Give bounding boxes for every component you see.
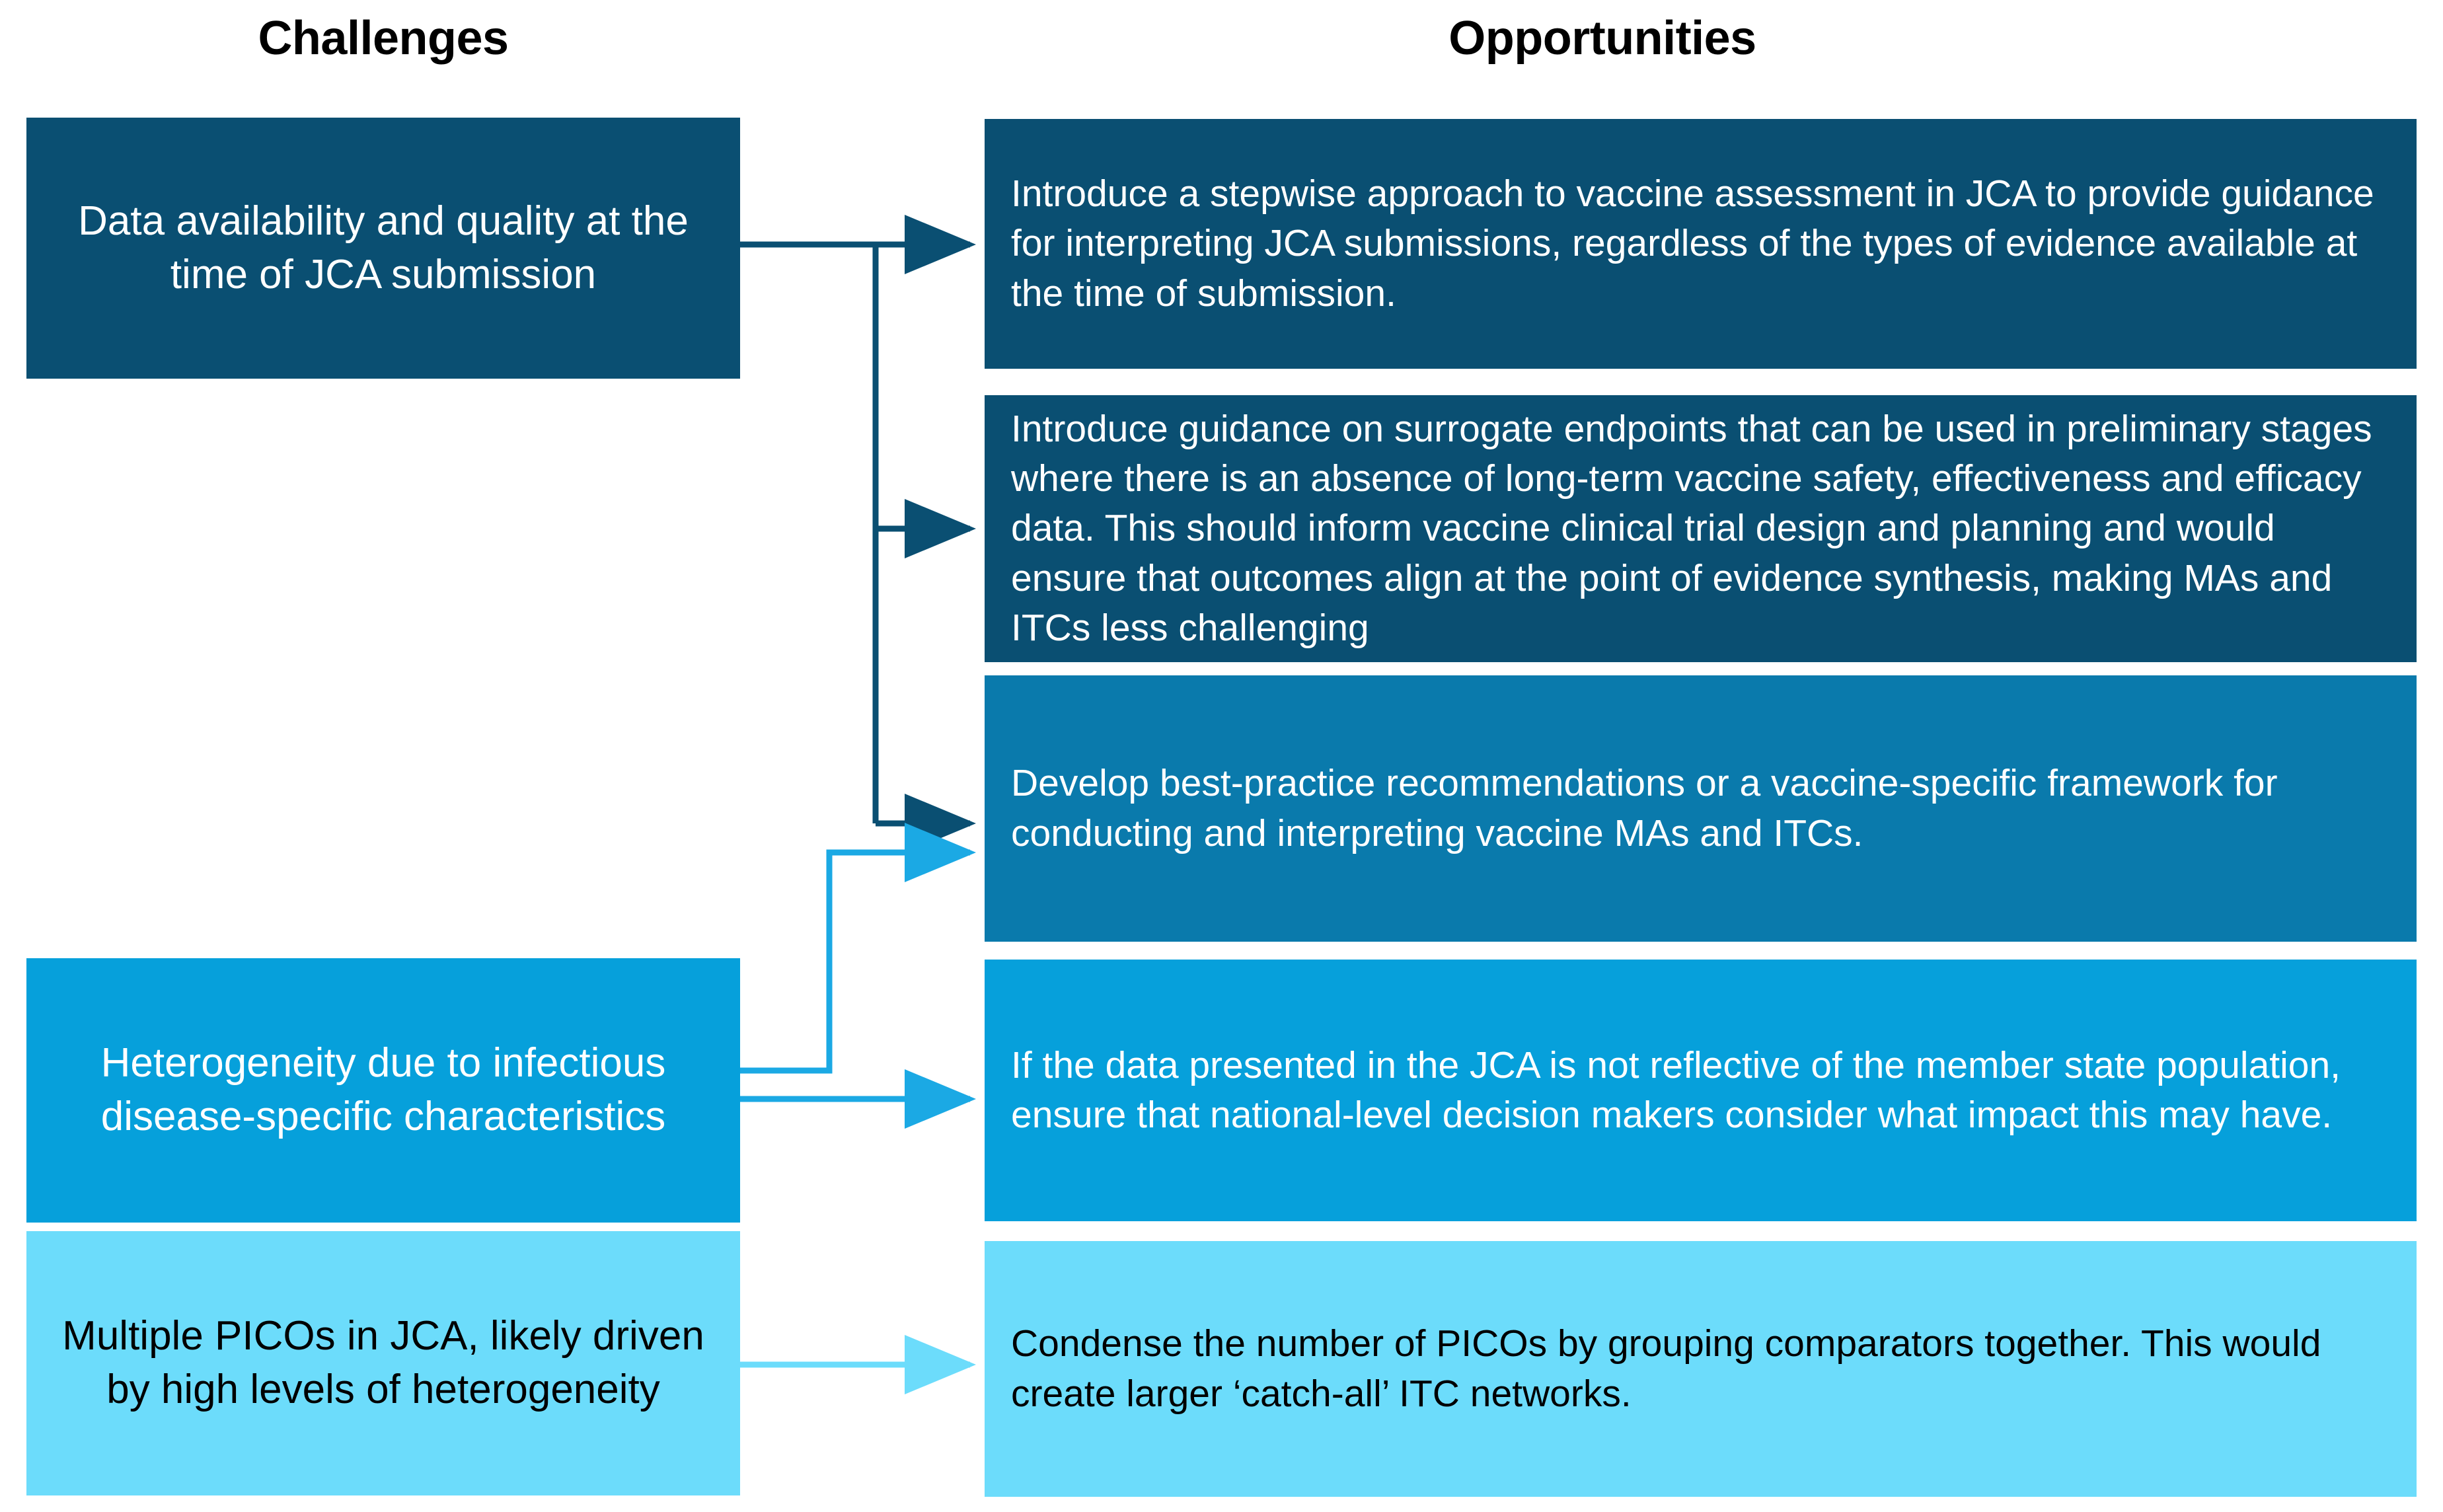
opportunity-box-surrogate-endpoints[interactable]: Introduce guidance on surrogate endpoint… [985, 395, 2417, 662]
challenge-box-data-availability[interactable]: Data availability and quality at the tim… [26, 118, 740, 379]
challenge-text: Data availability and quality at the tim… [78, 198, 689, 297]
challenge-box-heterogeneity-infectious[interactable]: Heterogeneity due to infectious disease-… [26, 958, 740, 1223]
opportunity-text: Introduce guidance on surrogate endpoint… [1011, 407, 2372, 649]
opportunity-text: If the data presented in the JCA is not … [1011, 1043, 2341, 1136]
column-header-challenges: Challenges [258, 12, 509, 65]
opportunity-box-condense-picos[interactable]: Condense the number of PICOs by grouping… [985, 1241, 2417, 1497]
opportunity-box-best-practice-framework[interactable]: Develop best-practice recommendations or… [985, 675, 2417, 942]
connector-group-data-availability [740, 215, 976, 853]
challenge-text: Heterogeneity due to infectious disease-… [100, 1040, 666, 1139]
connector-arrow-to-best-practice-framework-blue [740, 823, 976, 1074]
challenge-box-multiple-picos[interactable]: Multiple PICOs in JCA, likely driven by … [26, 1231, 740, 1495]
column-header-opportunities: Opportunities [1448, 12, 1756, 65]
opportunity-text: Develop best-practice recommendations or… [1011, 762, 2278, 854]
opportunity-box-stepwise-approach[interactable]: Introduce a stepwise approach to vaccine… [985, 119, 2417, 369]
opportunity-text: Introduce a stepwise approach to vaccine… [1011, 172, 2374, 315]
opportunity-box-member-state-population[interactable]: If the data presented in the JCA is not … [985, 960, 2417, 1221]
connector-group-heterogeneity [740, 823, 976, 1129]
challenge-text: Multiple PICOs in JCA, likely driven by … [62, 1313, 704, 1412]
opportunity-text: Condense the number of PICOs by grouping… [1011, 1322, 2321, 1415]
